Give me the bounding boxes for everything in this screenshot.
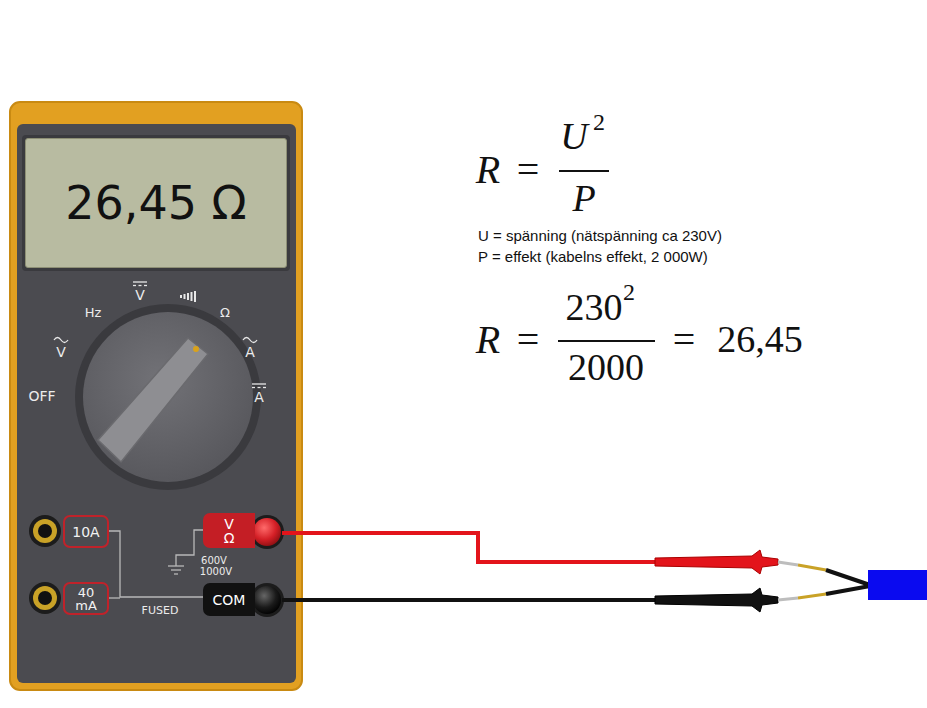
dial-label: Hz [85,306,102,320]
jack-label-text: COM [213,593,246,607]
display-screen: 26,45 Ω [25,138,287,268]
rating-label: 600V [201,555,227,566]
meter-housing [10,102,302,690]
formula-symbol: R [476,318,500,362]
formula-number: 230 [566,287,623,329]
ac-symbol [54,338,257,343]
formula-symbol: = [517,148,540,192]
dial-label: A [245,345,255,360]
node-text-group: COM [213,593,246,607]
ground-symbol [168,566,184,574]
dial-label: OFF [28,389,55,404]
jack-label-text: V Ω [219,517,239,545]
fraction-bar [559,170,609,172]
dial-ring [75,304,261,490]
formula-symbol: U [560,116,587,158]
formula-note: U = spänning (nätspänning ca 230V) [478,228,722,245]
display-screen-text: 26,45 Ω [65,180,246,226]
red-probe [655,550,870,585]
formula-symbol: = [517,318,540,362]
formula-symbol: P [572,178,595,220]
fraction-bar [558,340,655,342]
rating-label: 1000V [200,566,232,577]
dc-symbol [133,282,266,388]
jack-label-text: 10A [72,525,99,539]
node-text-group: V Ω [219,517,239,545]
node-text-group: 10A [72,525,99,539]
jack-label-text: 40 mA [74,586,98,612]
dial-label: V [56,345,66,360]
cable-end [868,570,927,600]
dial-label: Ω [220,306,230,320]
node-text-group: 40 mA [74,586,98,612]
node-text-group: 26,45 Ω [65,180,246,226]
jack-label: V Ω [203,513,255,548]
formula-result: 26,45 [717,319,803,361]
black-wire [282,598,660,602]
formula-exponent: 2 [593,109,605,135]
jack-label: 10A [63,515,109,548]
continuity-icon [180,291,196,302]
display-frame [22,135,290,271]
formula-symbol: = [673,318,696,362]
formula-note: P = effekt (kabelns effekt, 2 000W) [478,249,708,266]
dial-label: A [254,390,264,405]
formula-symbol: R [476,148,500,192]
jack-label: COM [203,583,255,616]
formula-exponent: 2 [623,279,635,305]
jack-label: 40 mA [63,582,109,615]
pointer-dot [193,346,199,352]
fuse-label: FUSED [142,605,179,617]
black-probe [655,586,870,612]
formula-number: 2000 [568,347,644,389]
dial-pointer [98,338,208,462]
internal-wiring [109,530,203,598]
meter-panel [17,124,296,683]
red-wire [282,533,660,562]
dial-label: V [135,288,145,303]
dial [83,312,253,482]
